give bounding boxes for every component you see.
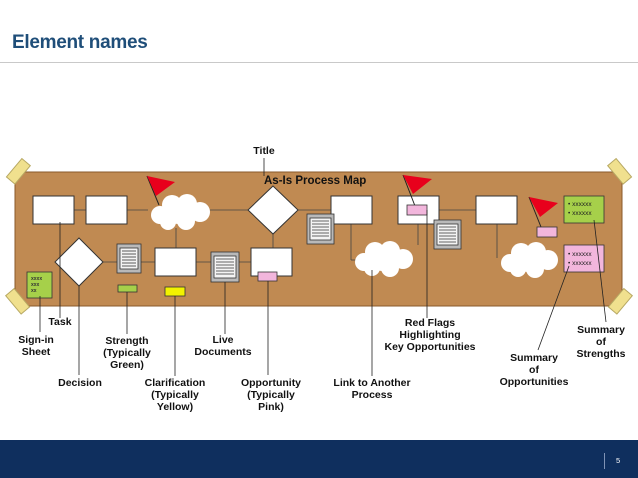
live-document (306, 213, 335, 245)
task-box (154, 247, 197, 277)
tape-bottom-right (607, 287, 634, 315)
task-box (475, 195, 518, 225)
clarification-note (164, 286, 186, 297)
task-box (250, 247, 293, 277)
label-decision: Decision (58, 377, 102, 389)
label-live-documents: Live Documents (194, 334, 252, 358)
label-link-to-another-process: Link to Another Process (333, 377, 411, 401)
live-document (210, 251, 240, 283)
task-box (85, 195, 128, 225)
tape-bottom-left (4, 287, 31, 315)
decision-diamond (247, 185, 299, 235)
tape-top-right (606, 157, 633, 185)
callout-line (593, 219, 607, 323)
strength-note (117, 284, 138, 293)
red-flag (528, 196, 558, 228)
label-task: Task (48, 316, 72, 328)
task-box (32, 195, 75, 225)
cloud-link (501, 242, 558, 278)
callout-line (537, 265, 570, 351)
opportunity-note (406, 204, 428, 216)
task-box (330, 195, 373, 225)
label-opportunity: Opportunity (Typically Pink) (240, 377, 302, 413)
strengths-summary-note (563, 195, 605, 224)
opportunities-bullets: • xxxxxx • xxxxxx (568, 251, 592, 267)
opportunity-note (536, 226, 558, 238)
label-sign-in-sheet: Sign-in Sheet (18, 334, 54, 358)
opportunity-note (257, 271, 278, 282)
board-title: As-Is Process Map (264, 175, 367, 187)
red-flag (402, 174, 432, 207)
title-divider (0, 62, 638, 63)
label-title: Title (253, 145, 275, 157)
label-summary-of-opportunities: Summary of Opportunities (499, 352, 569, 388)
sign-in-sheet-text: xxxx xxx xx (31, 276, 43, 294)
live-document (116, 243, 142, 274)
footer-bar (0, 440, 638, 478)
strengths-bullets: • xxxxxx • xxxxxx (568, 201, 592, 217)
slide-title: Element names (12, 32, 148, 53)
label-clarification: Clarification (Typically Yellow) (144, 377, 206, 413)
footer-divider (604, 453, 605, 469)
label-strength: Strength (Typically Green) (103, 335, 151, 371)
live-document (433, 219, 462, 250)
cloud-link (355, 241, 413, 277)
tape-top-left (5, 157, 32, 185)
red-flag (146, 175, 175, 206)
sign-in-sheet-note (26, 271, 53, 299)
cloud-link (151, 194, 210, 230)
page-number: 5 (616, 456, 621, 465)
label-red-flags: Red Flags Highlighting Key Opportunities (384, 317, 476, 353)
label-summary-of-strengths: Summary of Strengths (576, 324, 626, 360)
